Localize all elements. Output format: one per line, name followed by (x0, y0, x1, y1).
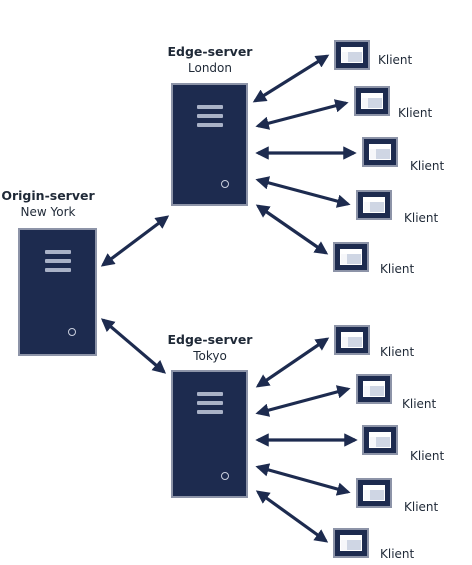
client-label: Klient (404, 500, 439, 514)
client-icon (333, 242, 369, 272)
client-label: Klient (402, 397, 437, 411)
edge-server-london-title: Edge-server (167, 44, 253, 59)
client-icon (334, 40, 370, 70)
client-icon (356, 374, 392, 404)
client-icon (354, 86, 390, 116)
client-label: Klient (404, 211, 439, 225)
client-label: Klient (380, 547, 415, 561)
arrow-tokyo-client-1 (255, 337, 330, 388)
origin-server-title: Origin-server (1, 188, 95, 203)
edge-server-tokyo-location: Tokyo (193, 349, 227, 363)
origin-server-location: New York (20, 205, 76, 219)
arrow-london-client-4 (255, 176, 351, 208)
arrow-tokyo-client-5 (255, 490, 329, 543)
origin-server-label: Origin-server New York (0, 188, 96, 220)
client-label: Klient (378, 53, 413, 67)
client-icon (333, 528, 369, 558)
arrow-origin-london (100, 215, 170, 267)
edge-server-tokyo-title: Edge-server (167, 332, 253, 347)
origin-server-icon (18, 228, 97, 356)
client-label: Klient (380, 345, 415, 359)
edge-server-tokyo-label: Edge-server Tokyo (150, 332, 270, 364)
client-icon (362, 137, 398, 167)
arrow-london-client-5 (255, 204, 329, 255)
client-icon (356, 190, 392, 220)
edge-server-london-location: London (188, 61, 232, 75)
client-icon (356, 478, 392, 508)
client-icon (362, 425, 398, 455)
edge-server-tokyo-icon (171, 370, 248, 498)
arrow-tokyo-client-4 (255, 463, 351, 496)
client-label: Klient (380, 262, 415, 276)
arrow-tokyo-client-2 (255, 385, 351, 417)
arrow-origin-tokyo (100, 318, 167, 374)
arrow-london-client-1 (252, 54, 330, 103)
client-label: Klient (398, 106, 433, 120)
edge-server-london-icon (171, 83, 248, 206)
client-label: Klient (410, 159, 445, 173)
client-label: Klient (410, 449, 445, 463)
arrow-london-client-2 (255, 99, 349, 130)
client-icon (334, 325, 370, 355)
edge-server-london-label: Edge-server London (150, 44, 270, 76)
